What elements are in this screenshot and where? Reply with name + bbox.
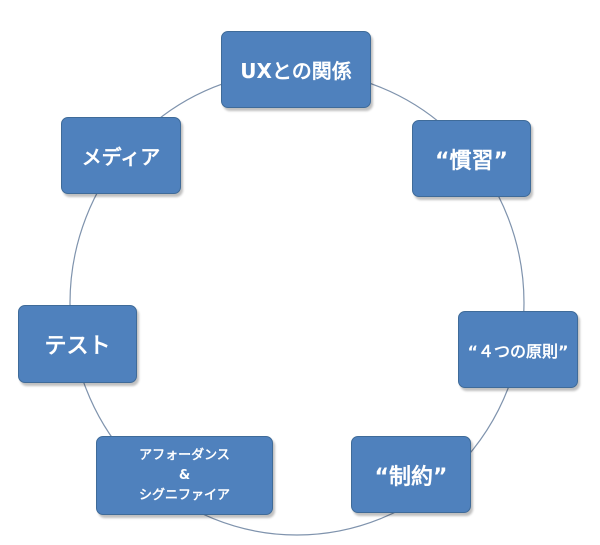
- node-four-principles: “４つの原則”: [458, 311, 578, 388]
- node-convention: “慣習”: [412, 120, 531, 197]
- node-affordance-line1: アフォーダンス: [139, 447, 230, 463]
- node-test-label: テスト: [44, 334, 111, 359]
- node-affordance-signifier: アフォーダンス & シグニファイア: [96, 436, 273, 515]
- node-constraint-label: “制約”: [374, 464, 448, 490]
- node-convention-label: “慣習”: [435, 148, 508, 174]
- node-media-label: メディア: [81, 145, 161, 169]
- node-affordance-line2: &: [178, 467, 191, 483]
- node-four-principles-label: “４つの原則”: [467, 341, 569, 361]
- node-ux-relation-label: UXとの関係: [240, 59, 352, 83]
- node-affordance-line3: シグニファイア: [138, 487, 230, 503]
- node-constraint: “制約”: [351, 436, 471, 513]
- node-media: メディア: [61, 117, 181, 194]
- node-ux-relation: UXとの関係: [221, 31, 371, 108]
- node-test: テスト: [18, 305, 137, 383]
